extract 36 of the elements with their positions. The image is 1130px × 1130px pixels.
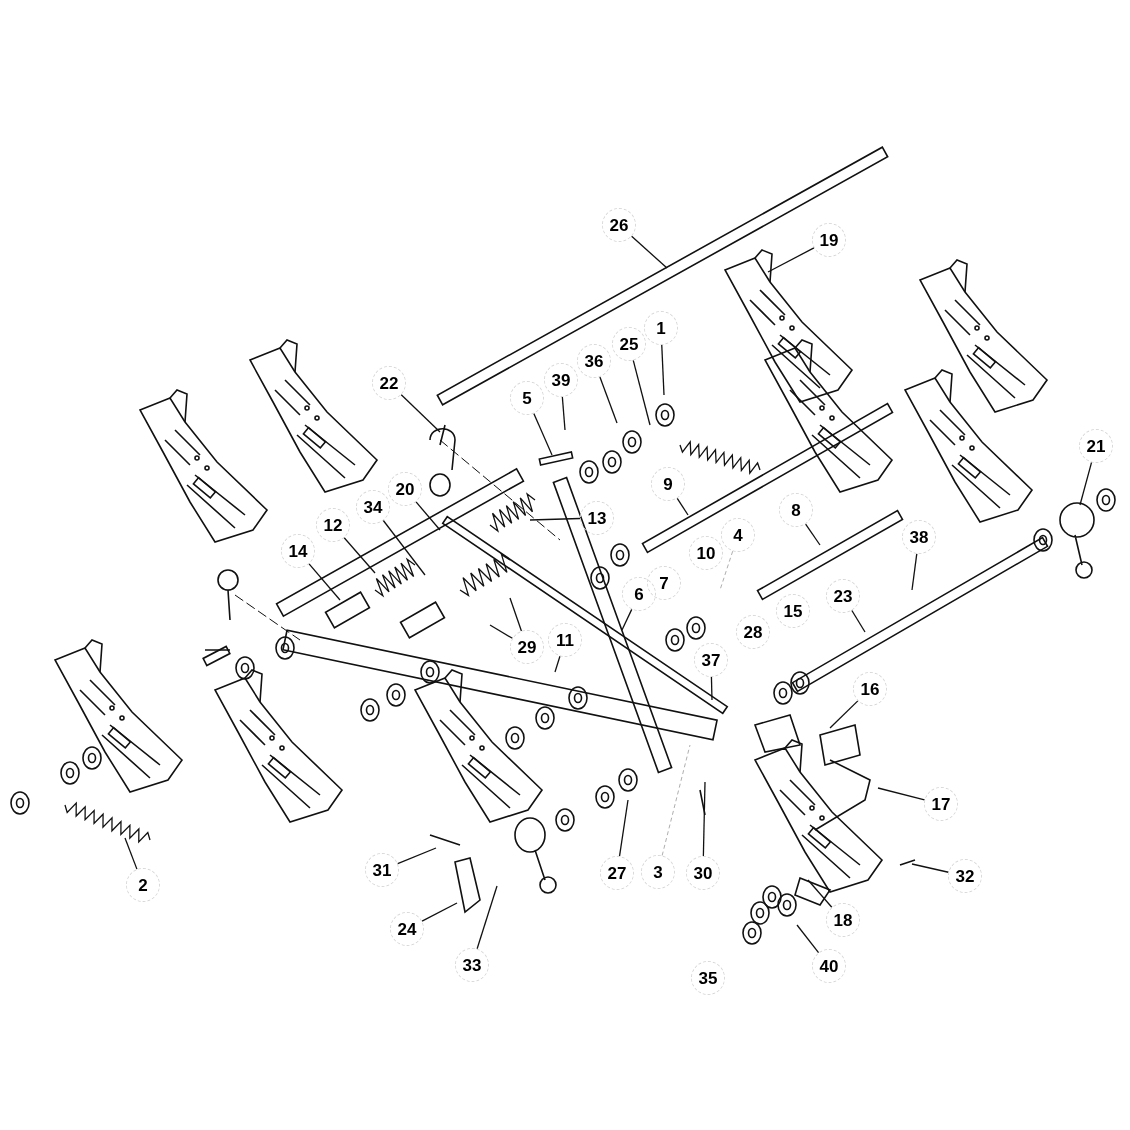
leader-line xyxy=(796,924,820,954)
leader-line xyxy=(476,885,498,950)
leader-line xyxy=(661,344,665,396)
leader-line xyxy=(621,608,633,631)
leader-line xyxy=(343,537,376,574)
leader-line xyxy=(632,359,651,426)
leader-line xyxy=(702,781,706,857)
leader-line xyxy=(400,394,441,433)
leader-line xyxy=(533,412,553,456)
leader-line xyxy=(851,609,866,633)
leader-line xyxy=(599,376,618,424)
leader-line xyxy=(877,787,926,801)
leader-line xyxy=(631,235,668,269)
leader-line xyxy=(911,553,918,591)
leader-line xyxy=(529,517,581,521)
leader-line xyxy=(911,863,950,873)
leader-line xyxy=(561,396,566,431)
leader-line xyxy=(661,744,691,856)
leader-line xyxy=(807,879,833,908)
leader-line xyxy=(509,597,523,632)
leader-line xyxy=(382,519,426,576)
leader-line xyxy=(767,247,815,273)
leader-line xyxy=(124,837,138,870)
leader-line xyxy=(489,624,514,639)
leader-line xyxy=(421,902,458,922)
leader-line xyxy=(1079,461,1093,506)
leader-line xyxy=(676,497,689,516)
leader-line xyxy=(804,523,821,546)
leader-line xyxy=(554,655,561,673)
leader-line xyxy=(710,676,713,701)
leader-line xyxy=(415,501,441,531)
leader-line xyxy=(397,847,437,865)
leader-line xyxy=(618,799,629,857)
leader-line xyxy=(829,700,859,729)
leader-line xyxy=(719,550,734,591)
leader-line xyxy=(308,563,341,601)
